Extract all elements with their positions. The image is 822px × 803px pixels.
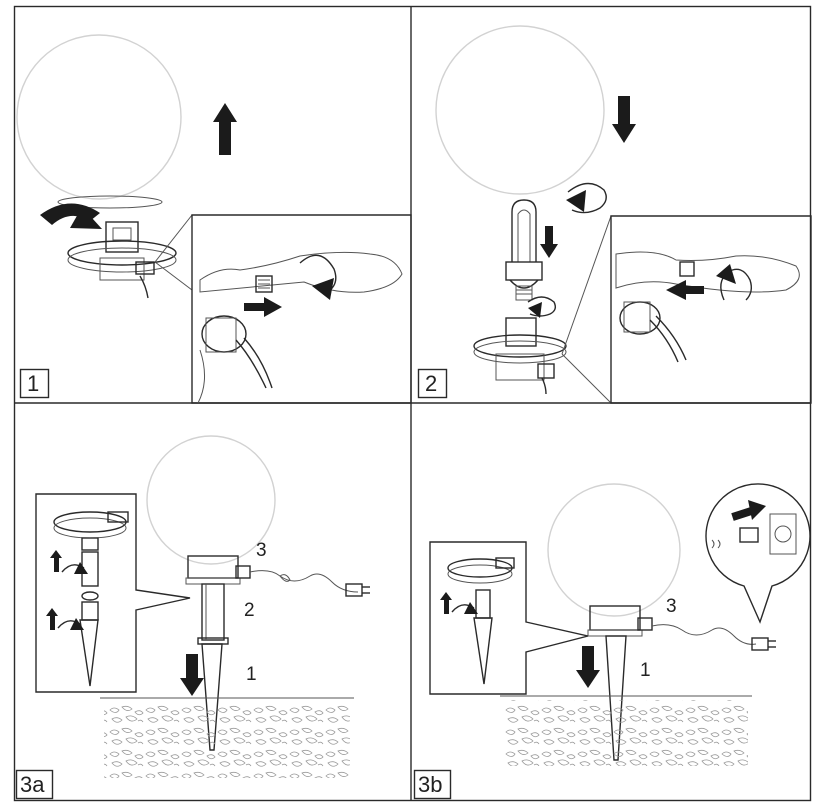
rotate-arrow-icon (440, 592, 478, 614)
rotate-arrow-icon (46, 608, 84, 630)
socket-callout (705, 483, 811, 624)
arrow-right-icon (244, 297, 282, 317)
globe-shade (435, 25, 605, 195)
panel-number: 1 (27, 371, 39, 396)
panel-number-box (417, 368, 448, 399)
rotate-arrow-icon (566, 182, 607, 214)
arrow-left-icon (666, 280, 704, 300)
ground-stones (104, 702, 350, 778)
rotate-arrow-icon (527, 296, 557, 318)
panel-number-box (19, 368, 50, 399)
energy-saving-bulb (505, 199, 543, 301)
panel-number: 2 (425, 371, 437, 396)
panel-number-box (413, 769, 452, 800)
panel-1: 1 (16, 34, 412, 404)
inset-pole-assembly (429, 541, 589, 695)
panel-number: 3a (20, 772, 45, 797)
globe-shade (16, 34, 182, 200)
rotate-arrow-icon (50, 550, 88, 574)
step-number-globe: 3 (256, 540, 267, 561)
lamp-base-fitting (67, 221, 177, 299)
rotate-arrow-icon (716, 264, 753, 301)
arrow-down-icon (576, 646, 600, 688)
arrow-up-icon (213, 103, 237, 155)
panel-2: 2 (417, 25, 812, 404)
plug-icon (637, 617, 776, 651)
panel-3b: 3 1 3b (413, 483, 811, 800)
inset-pole-assembly (35, 493, 191, 693)
panel-3a: 3 2 1 3a (15, 435, 370, 800)
panel-number: 3b (418, 772, 442, 797)
arrow-right-icon (731, 500, 766, 521)
arrow-down-icon (612, 96, 636, 143)
globe-neck (57, 195, 163, 209)
plug-icon (235, 565, 370, 597)
ground-stones (504, 700, 748, 766)
step-number-spike: 1 (640, 660, 651, 681)
step-number-globe: 3 (666, 596, 677, 617)
arrow-down-icon (180, 654, 204, 696)
inset-screw-detail (610, 215, 812, 404)
rotate-arrow-icon (299, 254, 337, 300)
rotate-arrow-icon (40, 203, 102, 229)
step-number-pole: 2 (244, 600, 255, 621)
panel-number-box (15, 769, 54, 800)
inset-screw-detail (191, 214, 412, 404)
socket-icon (769, 513, 797, 555)
step-number-spike: 1 (246, 664, 257, 685)
globe-shade (547, 483, 681, 617)
globe-shade (146, 435, 276, 565)
arrow-down-icon (540, 226, 558, 258)
lamp-base-fitting (473, 317, 567, 395)
